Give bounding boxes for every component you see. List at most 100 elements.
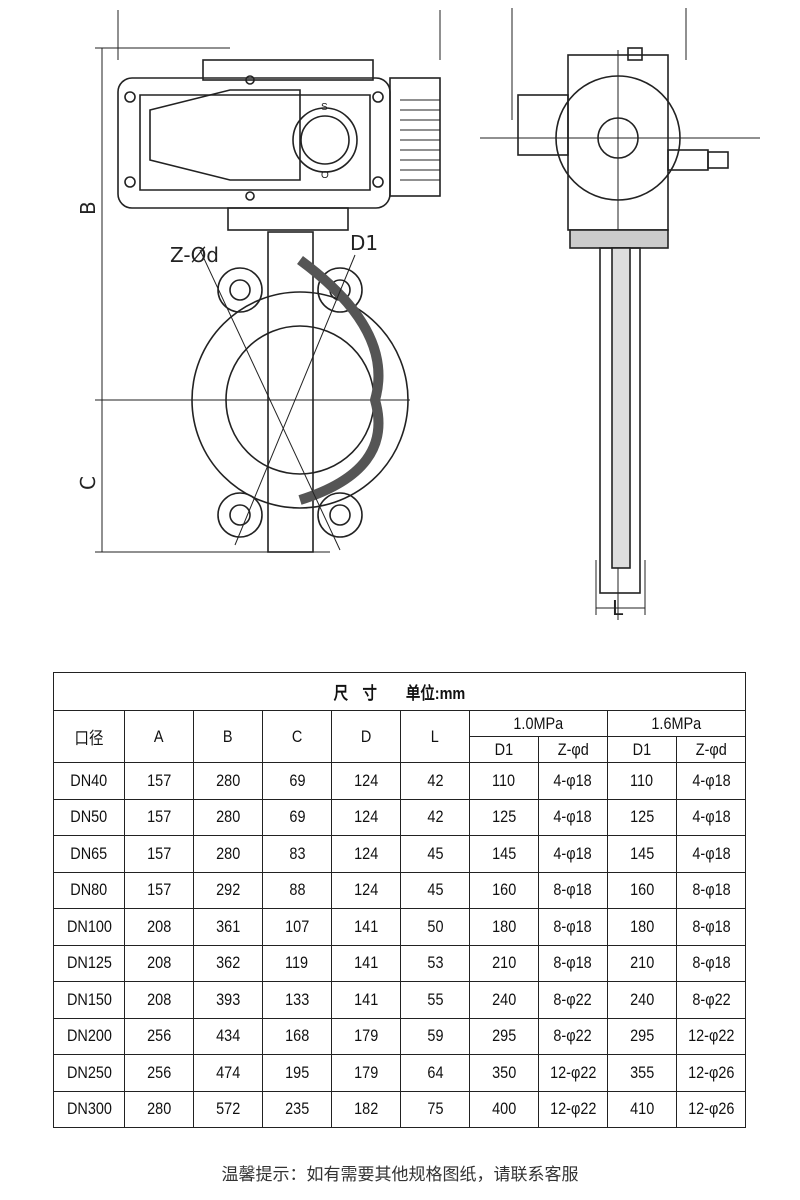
table-cell: 59 (400, 1017, 470, 1055)
table-cell: 110 (469, 762, 539, 800)
table-cell: 280 (193, 835, 263, 873)
header-a: A (124, 710, 194, 763)
table-cell: 362 (193, 944, 263, 982)
table-cell: 4-φ18 (675, 835, 747, 873)
table-cell: 208 (124, 908, 194, 946)
table-cell: 69 (262, 798, 332, 836)
table-cell: 410 (607, 1090, 677, 1128)
table-cell: 8-φ22 (675, 981, 747, 1019)
table-cell: 355 (607, 1054, 677, 1092)
table-cell: 235 (262, 1090, 332, 1128)
table-cell: 8-φ22 (538, 1017, 608, 1055)
table-cell: 4-φ18 (675, 798, 747, 836)
table-cell: 8-φ22 (538, 981, 608, 1019)
table-cell: DN80 (53, 871, 125, 909)
table-cell: 133 (262, 981, 332, 1019)
table-cell: 83 (262, 835, 332, 873)
table-cell: 400 (469, 1090, 539, 1128)
table-cell: 8-φ18 (538, 944, 608, 982)
table-cell: 12-φ22 (675, 1017, 747, 1055)
header-b: B (193, 710, 263, 763)
table-cell: 124 (331, 871, 401, 909)
header-zd: Z-φd (538, 736, 608, 763)
actuator-front (117, 59, 441, 231)
table-cell: 208 (124, 981, 194, 1019)
table-cell: 8-φ18 (675, 908, 747, 946)
label-z-d: Z-Ød (170, 243, 219, 267)
label-d1: D1 (350, 231, 378, 255)
table-cell: 295 (469, 1017, 539, 1055)
table-cell: 256 (124, 1054, 194, 1092)
table-cell: 182 (331, 1090, 401, 1128)
table-cell: 4-φ18 (675, 762, 747, 800)
table-cell: 50 (400, 908, 470, 946)
table-cell: DN300 (53, 1090, 125, 1128)
table-cell: 12-φ22 (538, 1090, 608, 1128)
table-cell: 125 (607, 798, 677, 836)
table-cell: 240 (607, 981, 677, 1019)
table-cell: 124 (331, 762, 401, 800)
table-cell: 434 (193, 1017, 263, 1055)
table-cell: 75 (400, 1090, 470, 1128)
table-cell: 280 (193, 762, 263, 800)
table-cell: 12-φ26 (675, 1054, 747, 1092)
dimension-label-l: L (612, 596, 624, 620)
table-cell: DN150 (53, 981, 125, 1019)
table-cell: DN100 (53, 908, 125, 946)
header-d1: D1 (469, 736, 539, 763)
table-cell: 141 (331, 981, 401, 1019)
header-c: C (262, 710, 332, 763)
table-cell: DN200 (53, 1017, 125, 1055)
table-cell: 195 (262, 1054, 332, 1092)
table-cell: 107 (262, 908, 332, 946)
table-cell: DN125 (53, 944, 125, 982)
table-cell: 88 (262, 871, 332, 909)
table-cell: 210 (607, 944, 677, 982)
table-cell: DN65 (53, 835, 125, 873)
table-cell: 157 (124, 798, 194, 836)
table-cell: 119 (262, 944, 332, 982)
table-cell: DN50 (53, 798, 125, 836)
table-cell: DN40 (53, 762, 125, 800)
indicator-o: O (321, 170, 329, 181)
header-d1: D1 (607, 736, 677, 763)
table-cell: 55 (400, 981, 470, 1019)
table-cell: 292 (193, 871, 263, 909)
table-cell: 280 (124, 1090, 194, 1128)
footer-note: 温馨提示：如有需要其他规格图纸，请联系客服 (221, 1165, 579, 1185)
table-cell: 8-φ18 (675, 871, 747, 909)
header-size: 口径 (53, 710, 125, 763)
table-cell: 8-φ18 (538, 908, 608, 946)
table-cell: 4-φ18 (538, 798, 608, 836)
table-cell: 64 (400, 1054, 470, 1092)
table-cell: 157 (124, 835, 194, 873)
table-cell: 145 (607, 835, 677, 873)
table-cell: 141 (331, 944, 401, 982)
table-cell: 4-φ18 (538, 762, 608, 800)
header-1-6mpa: 1.6MPa (606, 710, 747, 737)
header-d: D (331, 710, 401, 763)
table-cell: 157 (124, 871, 194, 909)
table-cell: 393 (193, 981, 263, 1019)
table-title: 尺 寸 单位:mm (52, 672, 747, 711)
dimension-table: 尺 寸 单位:mm 口径 A B C D L 1.0MPa 1.6MPa D1 … (52, 672, 747, 1128)
table-cell: 145 (469, 835, 539, 873)
table-cell: 295 (607, 1017, 677, 1055)
table-cell: 12-φ22 (538, 1054, 608, 1092)
valve-body-front (191, 231, 409, 553)
table-cell: 53 (400, 944, 470, 982)
table-cell: 42 (400, 762, 470, 800)
table-cell: 45 (400, 871, 470, 909)
table-cell: 361 (193, 908, 263, 946)
indicator-s: S (321, 102, 328, 113)
header-zd: Z-φd (675, 736, 747, 763)
